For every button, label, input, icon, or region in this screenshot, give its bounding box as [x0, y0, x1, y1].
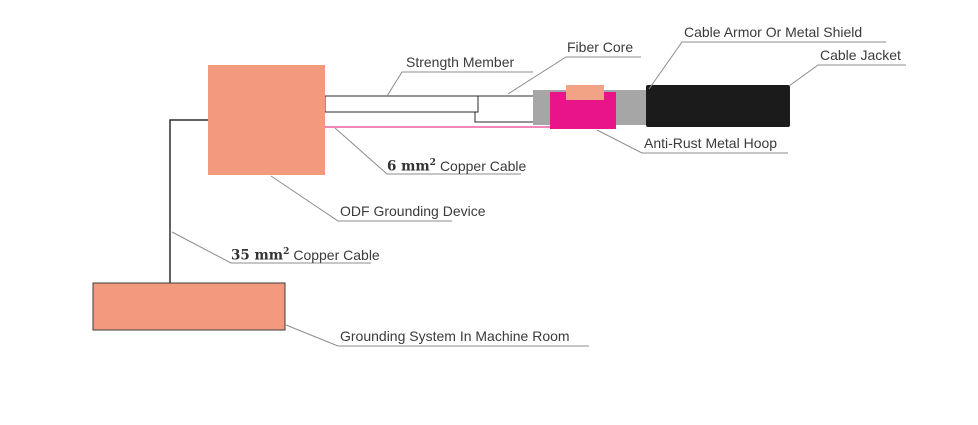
copper-6-sup: 2 — [429, 158, 436, 168]
leader-odf-grounding-device — [270, 175, 452, 222]
leader-35mm-copper-cable — [171, 231, 371, 264]
cable-jacket-segment — [646, 85, 790, 127]
fiber-core-segment — [474, 95, 541, 123]
leader-6mm-copper-cable — [334, 127, 521, 175]
copper-35-name: Copper Cable — [293, 246, 380, 263]
label-grounding-system: Grounding System In Machine Room — [340, 328, 570, 344]
leader-cable-armor — [648, 41, 886, 90]
grounding-system-box — [92, 282, 286, 331]
copper-35-sup: 2 — [283, 247, 290, 257]
copper-6-value: 6 mm — [387, 158, 430, 175]
label-anti-rust-hoop: Anti-Rust Metal Hoop — [644, 135, 778, 151]
leader-cable-jacket — [788, 64, 906, 87]
odf-grounding-device-box — [208, 65, 325, 175]
leader-fiber-core — [507, 56, 641, 95]
label-odf-grounding-device: ODF Grounding Device — [340, 203, 486, 219]
label-cable-jacket: Cable Jacket — [820, 47, 901, 63]
strength-member-bar — [324, 95, 479, 113]
leader-grounding-system — [285, 324, 589, 347]
label-fiber-core: Fiber Core — [567, 39, 634, 55]
label-cable-armor: Cable Armor Or Metal Shield — [684, 24, 863, 40]
leader-anti-rust-hoop — [596, 129, 788, 154]
copper-6-name: Copper Cable — [439, 157, 527, 174]
leader-strength-member — [386, 71, 533, 97]
copper-cable-35mm-line — [169, 119, 208, 284]
hoop-cap — [566, 85, 604, 100]
copper-35-value: 35 mm — [231, 247, 284, 264]
label-strength-member: Strength Member — [406, 54, 515, 70]
